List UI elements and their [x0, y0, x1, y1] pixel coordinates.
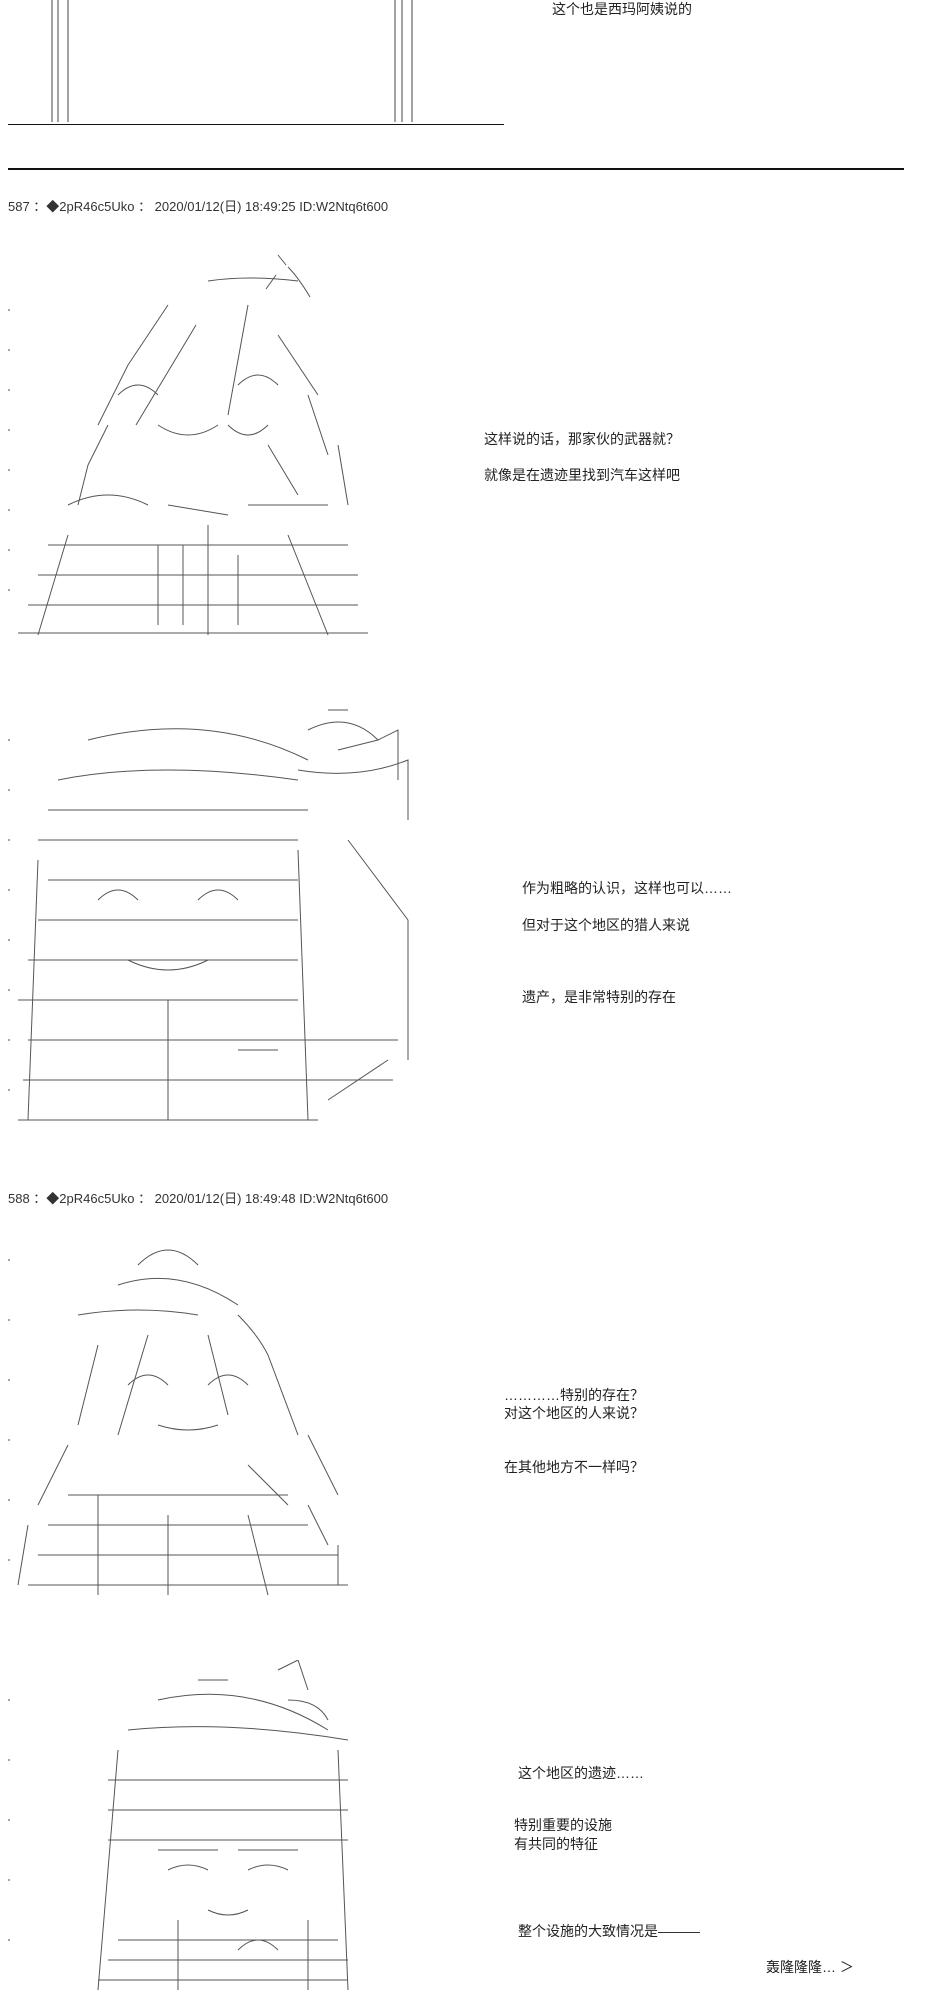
art-baseline: [8, 124, 504, 125]
dialogue-line: 遗产，是非常特别的存在: [522, 989, 676, 1005]
ascii-art-margin-dots: [6, 730, 14, 1130]
dialogue-line: 这个地区的遗迹……: [518, 1765, 644, 1781]
ascii-art-character-3: [8, 1235, 368, 1605]
dialogue-line: 有共同的特征: [514, 1836, 598, 1852]
dialogue-line: 在其他地方不一样吗？: [504, 1459, 644, 1475]
post-header: 588 ：◆2pR46c5Uko ： 2020/01/12(日) 18:49:4…: [8, 1191, 389, 1206]
ascii-art-margin-dots: [6, 1250, 14, 1590]
ascii-art-character-1: [8, 245, 380, 645]
dialogue-line: 但对于这个地区的猎人来说: [522, 917, 690, 933]
dialogue-line: 就像是在遗迹里找到汽车这样吧: [484, 467, 680, 483]
dialogue-line: 整个设施的大致情况是———: [518, 1923, 700, 1939]
ascii-art-character-4: [8, 1660, 368, 2000]
sound-effect-caption: 轰隆隆隆… ＞: [766, 1959, 854, 1975]
ascii-art-margin-dots: [6, 300, 14, 630]
section-divider: [8, 168, 904, 170]
ascii-art-pillars: [40, 0, 440, 128]
ascii-art-margin-dots: [6, 1690, 14, 1990]
ascii-art-character-2: [8, 700, 428, 1150]
dialogue-line: 作为粗略的认识，这样也可以……: [522, 880, 732, 896]
top-caption: 这个也是西玛阿姨说的: [552, 1, 692, 17]
dialogue-line: 这样说的话，那家伙的武器就？: [484, 431, 680, 447]
dialogue-line: 特别重要的设施: [514, 1817, 612, 1833]
dialogue-line: …………特别的存在？: [504, 1387, 644, 1403]
dialogue-line: 对这个地区的人来说？: [504, 1405, 644, 1421]
post-header: 587 ：◆2pR46c5Uko ： 2020/01/12(日) 18:49:2…: [8, 199, 389, 214]
